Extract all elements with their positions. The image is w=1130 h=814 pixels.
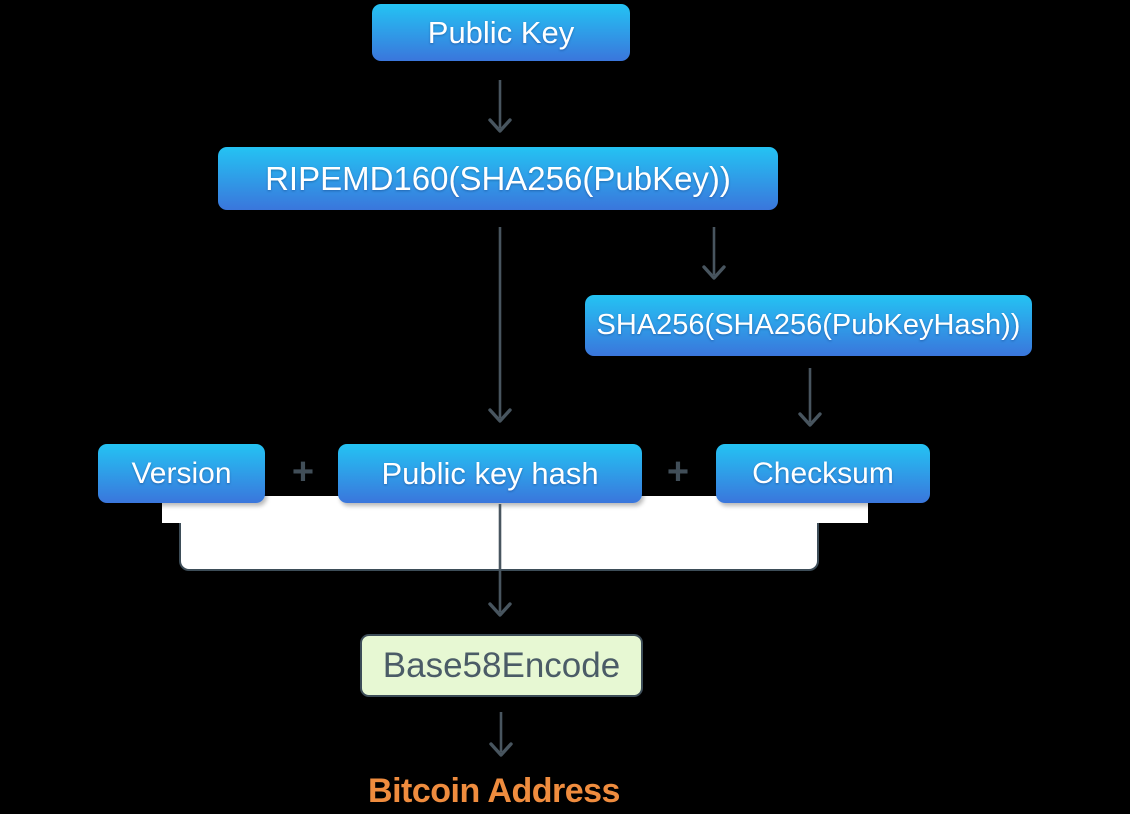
node-checksum: Checksum (716, 444, 930, 503)
node-version: Version (98, 444, 265, 503)
node-sha256-checksum: SHA256(SHA256(PubKeyHash)) (585, 295, 1032, 356)
arrow-ripemd-to-sha256-icon (702, 227, 726, 280)
plus-operator-1: + (291, 451, 315, 493)
node-base58encode: Base58Encode (360, 634, 643, 697)
arrow-sha256-to-checksum-icon (798, 368, 822, 427)
bitcoin-address-label: Bitcoin Address (368, 772, 620, 810)
node-public-key-hash: Public key hash (338, 444, 642, 503)
node-ripemd160: RIPEMD160(SHA256(PubKey)) (218, 147, 778, 210)
arrow-base58-to-address-icon (489, 712, 513, 757)
arrow-publickey-to-ripemd-icon (488, 80, 512, 133)
arrow-ripemd-to-publickeyhash-icon (488, 227, 512, 423)
plus-operator-2: + (666, 451, 690, 493)
node-public-key: Public Key (372, 4, 630, 61)
